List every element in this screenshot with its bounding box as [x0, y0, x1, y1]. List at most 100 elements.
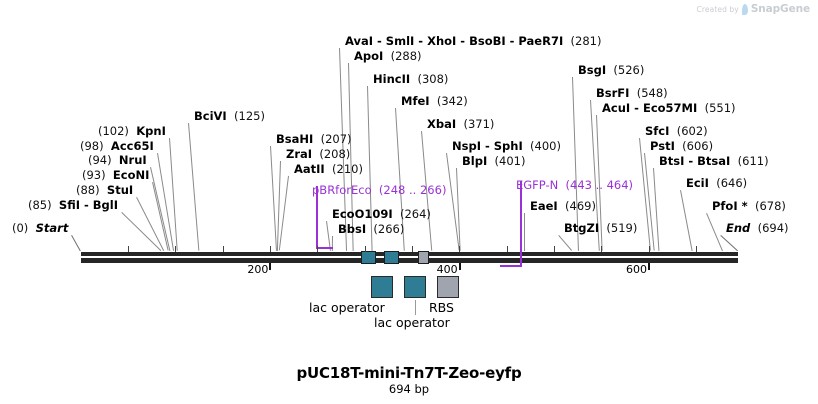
axis-minor-tick — [506, 245, 508, 252]
legend-label: RBS — [429, 300, 454, 315]
restriction-site-label[interactable]: SfcI (602) — [645, 125, 708, 137]
site-leader-line — [720, 235, 738, 252]
site-leader-line — [680, 190, 693, 251]
legend-label: lac operator — [374, 315, 450, 330]
restriction-site-label[interactable]: PfoI * (678) — [712, 200, 786, 212]
site-position: (207) — [313, 132, 352, 146]
restriction-site-label[interactable]: BsaHI (207) — [276, 133, 352, 145]
legend-swatch[interactable] — [371, 276, 393, 298]
restriction-site-label[interactable]: BlpI (401) — [462, 155, 525, 167]
site-position: (85) — [28, 198, 59, 212]
backbone-top-strand — [81, 251, 738, 256]
site-position: (125) — [226, 109, 265, 123]
site-position: (400) — [522, 139, 561, 153]
restriction-site-label[interactable]: AvaI - SmlI - XhoI - BsoBI - PaeR7I (281… — [345, 35, 601, 47]
site-leader-line — [136, 197, 165, 251]
site-name: NspI - SphI — [452, 139, 523, 153]
map-feature-lac-operator[interactable] — [383, 250, 400, 264]
site-position: (93) — [82, 168, 113, 182]
restriction-site-label[interactable]: ApoI (288) — [354, 50, 422, 62]
site-name: AatII — [294, 162, 325, 176]
primer-name: EGFP-N — [516, 178, 559, 192]
restriction-site-label[interactable]: EcoO109I (264) — [332, 208, 431, 220]
axis-tick-label: 400 — [436, 263, 458, 276]
site-leader-line — [278, 175, 289, 251]
restriction-site-label[interactable]: BsgI (526) — [578, 64, 644, 76]
axis-tick-label: 600 — [626, 263, 647, 276]
legend-label: lac operator — [309, 300, 385, 315]
restriction-site-label[interactable]: (88) StuI — [76, 184, 133, 196]
site-name: PfoI * — [712, 199, 748, 213]
restriction-site-label[interactable]: AcuI - Eco57MI (551) — [602, 102, 736, 114]
site-position: (551) — [697, 101, 736, 115]
legend-swatch[interactable] — [404, 276, 426, 298]
restriction-site-label[interactable]: HincII (308) — [373, 73, 448, 85]
site-position: (342) — [429, 94, 468, 108]
axis-major-tick-upper — [269, 245, 271, 252]
site-name: EaeI — [530, 199, 558, 213]
restriction-site-label[interactable]: AatII (210) — [294, 163, 363, 175]
site-name: BlpI — [462, 154, 488, 168]
restriction-site-label[interactable]: End (694) — [726, 222, 789, 234]
axis-minor-tick — [364, 245, 366, 252]
restriction-site-label[interactable]: XbaI (371) — [427, 118, 494, 130]
primer-bar-reverse[interactable] — [500, 264, 521, 267]
site-name: PstI — [650, 139, 675, 153]
map-feature-rbs[interactable] — [418, 250, 430, 264]
axis-minor-tick — [317, 245, 319, 252]
axis-major-tick — [269, 262, 272, 270]
site-name: EciI — [686, 176, 709, 190]
site-name: SfcI — [645, 124, 670, 138]
site-name: NruI — [118, 153, 147, 167]
site-position: (469) — [557, 199, 596, 213]
site-position: (602) — [669, 124, 708, 138]
site-name: KpnI — [136, 124, 166, 138]
site-position: (288) — [383, 49, 422, 63]
restriction-site-label[interactable]: BbsI (266) — [338, 223, 404, 235]
site-name: AvaI - SmlI - XhoI - BsoBI - PaeR7I — [345, 34, 564, 48]
site-name: BsgI — [578, 63, 607, 77]
restriction-site-label[interactable]: (94) NruI — [88, 154, 147, 166]
site-name: ApoI — [354, 49, 384, 63]
primer-bar-forward[interactable] — [315, 246, 333, 249]
restriction-site-label[interactable]: EciI (646) — [686, 177, 747, 189]
site-leader-line — [188, 123, 200, 251]
restriction-site-label[interactable]: PstI (606) — [650, 140, 713, 152]
axis-minor-tick — [127, 245, 129, 252]
restriction-site-label[interactable]: (85) SfiI - BglI — [28, 199, 118, 211]
site-name: BtgZI — [564, 221, 600, 235]
primer-range: (443 .. 464) — [558, 178, 634, 192]
map-feature-lac-operator[interactable] — [361, 250, 377, 264]
site-leader-line — [653, 168, 660, 251]
site-name: Acc65I — [110, 139, 154, 153]
site-name: XbaI — [427, 117, 457, 131]
site-leader-line — [270, 146, 277, 251]
site-position: (694) — [750, 221, 789, 235]
site-position: (548) — [629, 86, 668, 100]
snapgene-watermark: Created by SnapGene — [697, 3, 811, 15]
site-name: StuI — [106, 183, 134, 197]
restriction-site-label[interactable]: NspI - SphI (400) — [452, 140, 561, 152]
restriction-site-label[interactable]: (93) EcoNI — [82, 169, 149, 181]
restriction-site-label[interactable]: EaeI (469) — [530, 200, 596, 212]
site-position: (208) — [312, 147, 351, 161]
site-leader-line — [71, 235, 81, 251]
axis-minor-tick — [695, 245, 697, 252]
primer-label[interactable]: pBRforEco (248 .. 266) — [312, 184, 446, 196]
legend-swatch[interactable] — [437, 276, 459, 298]
restriction-site-label[interactable]: MfeI (342) — [401, 95, 468, 107]
restriction-site-label[interactable]: BciVI (125) — [194, 110, 265, 122]
restriction-site-label[interactable]: (102) KpnI — [98, 125, 166, 137]
axis-major-tick-upper — [648, 245, 650, 252]
axis-tick-label: 200 — [247, 263, 269, 276]
restriction-site-label[interactable]: (0) Start — [12, 222, 68, 234]
restriction-site-label[interactable]: ZraI (208) — [286, 148, 350, 160]
restriction-site-label[interactable]: BsrFI (548) — [596, 87, 668, 99]
primer-label[interactable]: EGFP-N (443 .. 464) — [516, 179, 633, 191]
primer-riser — [315, 186, 318, 249]
restriction-site-label[interactable]: BtgZI (519) — [564, 222, 637, 234]
restriction-site-label[interactable]: (98) Acc65I — [80, 140, 154, 152]
restriction-site-label[interactable]: BtsI - BtsaI (611) — [659, 155, 769, 167]
site-position: (606) — [674, 139, 714, 153]
